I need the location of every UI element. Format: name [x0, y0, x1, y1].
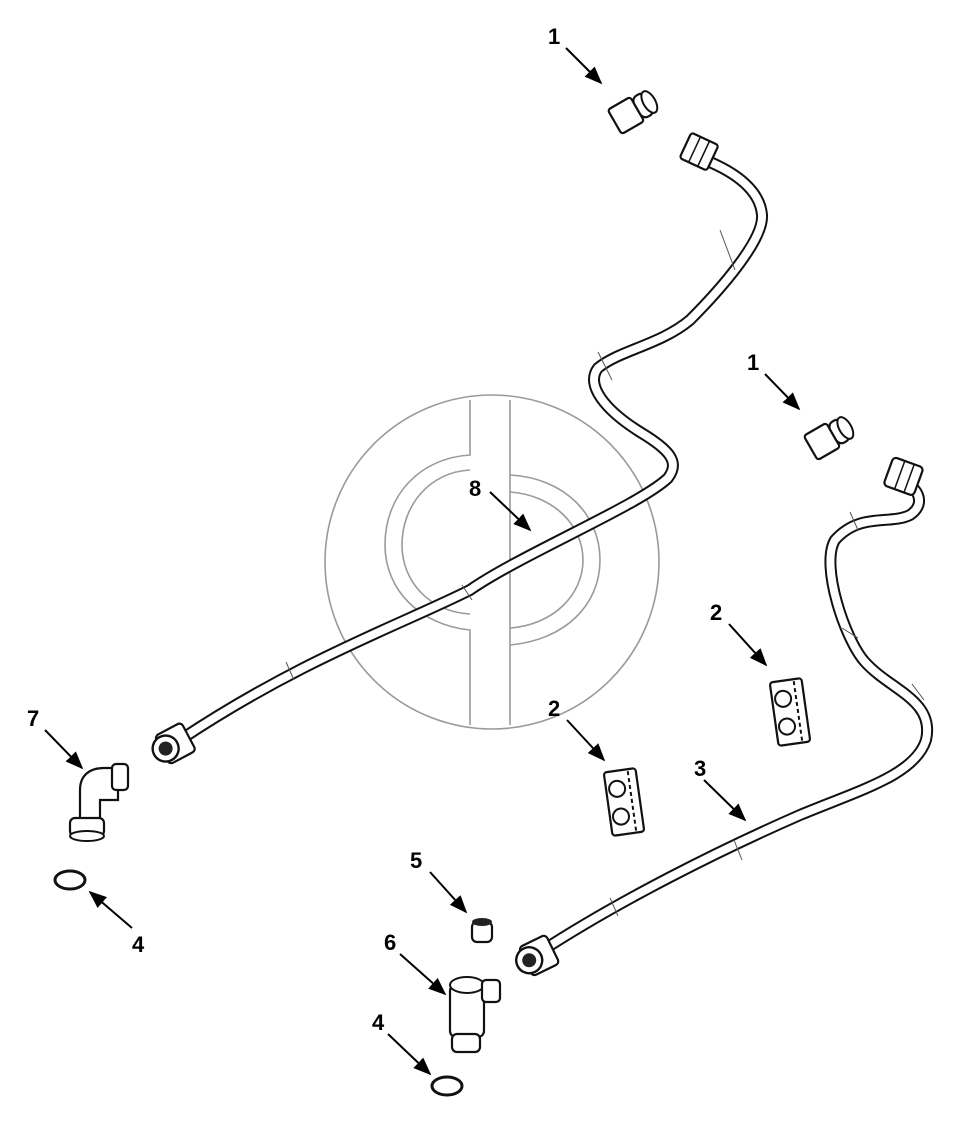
callout-4-left: 4 [132, 932, 145, 957]
callout-2-center: 2 [548, 696, 560, 721]
callout-6: 6 [384, 930, 396, 955]
part-2-clamp-right [768, 677, 812, 747]
tube-3 [515, 456, 934, 977]
part-4-o-ring-bottom [430, 1075, 464, 1097]
part-7-elbow-fitting [68, 762, 130, 842]
part-1-upper-plug [607, 90, 659, 135]
callout-5: 5 [410, 848, 422, 873]
callout-8: 8 [469, 476, 481, 501]
part-1-lower-plug [803, 416, 855, 461]
tube-8 [151, 132, 768, 765]
part-4-o-ring-left [53, 869, 87, 891]
leader-lines [44, 47, 801, 1076]
part-2-clamp-center [602, 767, 646, 837]
callout-1-upper: 1 [548, 24, 560, 49]
callout-7: 7 [27, 706, 39, 731]
callout-2-right: 2 [710, 600, 722, 625]
callout-4-bottom: 4 [372, 1010, 385, 1035]
watermark-logo [324, 394, 660, 730]
part-6-tee-fitting [448, 976, 502, 1054]
callout-3: 3 [694, 756, 706, 781]
part-5-cap [470, 918, 494, 944]
callout-1-lower: 1 [747, 350, 759, 375]
